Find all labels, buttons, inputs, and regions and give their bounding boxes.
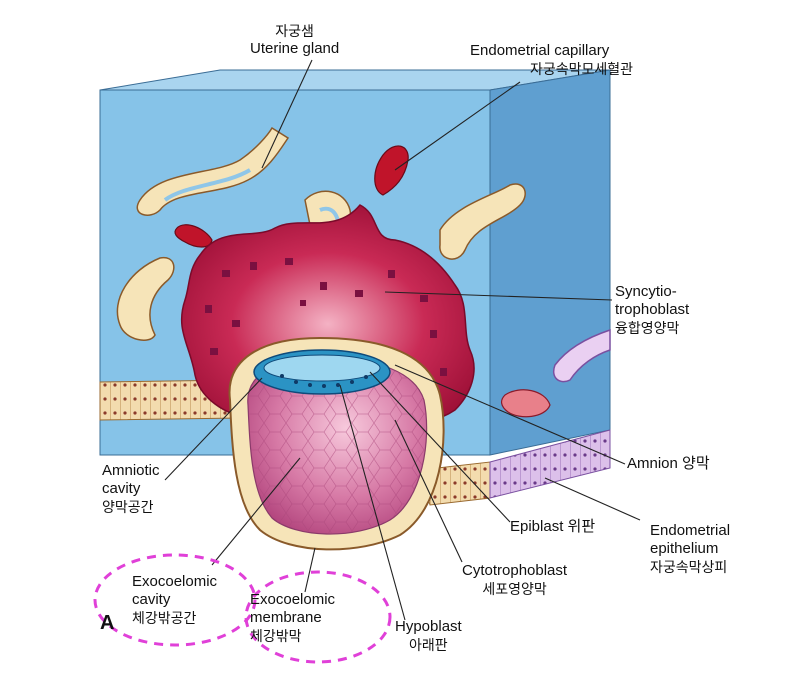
syncytio-line2: trophoblast [615, 301, 690, 318]
capillary-ko: 자궁속막모세혈관 [530, 61, 634, 77]
leader-lines [164, 59, 641, 621]
epiblast-text: Epiblast 위판 [510, 518, 596, 535]
uterine-gland-ko: 자궁샘 [275, 23, 314, 39]
amnion-text: Amnion 양막 [627, 455, 710, 472]
label-amnion: Amnion 양막 [627, 455, 710, 473]
capillary-en: Endometrial capillary [470, 42, 610, 59]
label-hypoblast: Hypoblast 아래판 [395, 618, 462, 654]
amniotic-line1: Amniotic [102, 462, 160, 479]
amniotic-line2: cavity [102, 480, 141, 497]
label-epiblast: Epiblast 위판 [510, 518, 595, 536]
syncytio-line1: Syncytio- [615, 283, 677, 300]
exo-cavity-line2: cavity [132, 591, 171, 608]
label-uterine-gland: 자궁샘 Uterine gland [250, 22, 339, 58]
label-endometrial-epithelium: Endometrial epithelium 자궁속막상피 [650, 522, 730, 576]
hypoblast-en: Hypoblast [395, 618, 462, 635]
label-syncytiotrophoblast: Syncytio- trophoblast 융합영양막 [615, 283, 689, 337]
cyto-en: Cytotrophoblast [462, 562, 568, 579]
endo-epi-ko: 자궁속막상피 [650, 559, 728, 575]
embryonic-vesicle [228, 336, 445, 551]
figure-letter: A [100, 612, 115, 634]
label-cytotrophoblast: Cytotrophoblast 세포영양막 [462, 562, 567, 598]
syncytio-ko: 융합영양막 [615, 320, 680, 336]
label-exocoelomic-cavity: Exocoelomic cavity 체강밖공간 [132, 573, 217, 627]
exo-membrane-ko: 체강밖막 [250, 628, 302, 644]
endo-epi-line1: Endometrial [650, 522, 731, 539]
cyto-ko: 세포영양막 [482, 581, 547, 597]
endo-epi-line2: epithelium [650, 540, 719, 557]
highlight-ellipses [93, 553, 392, 664]
exo-membrane-line2: membrane [250, 609, 322, 626]
exo-membrane-line1: Exocoelomic [250, 591, 336, 608]
uterine-gland-en: Uterine gland [250, 40, 340, 57]
label-exocoelomic-membrane: Exocoelomic membrane 체강밖막 [250, 591, 335, 645]
hypoblast-ko: 아래판 [409, 637, 448, 653]
endometrial-capillaries [174, 145, 551, 418]
amniotic-ko: 양막공간 [102, 499, 154, 515]
exo-cavity-line1: Exocoelomic [132, 573, 218, 590]
label-endometrial-capillary: Endometrial capillary 자궁속막모세혈관 [470, 42, 633, 78]
label-amniotic-cavity: Amniotic cavity 양막공간 [102, 462, 160, 516]
exo-cavity-ko: 체강밖공간 [132, 610, 197, 626]
